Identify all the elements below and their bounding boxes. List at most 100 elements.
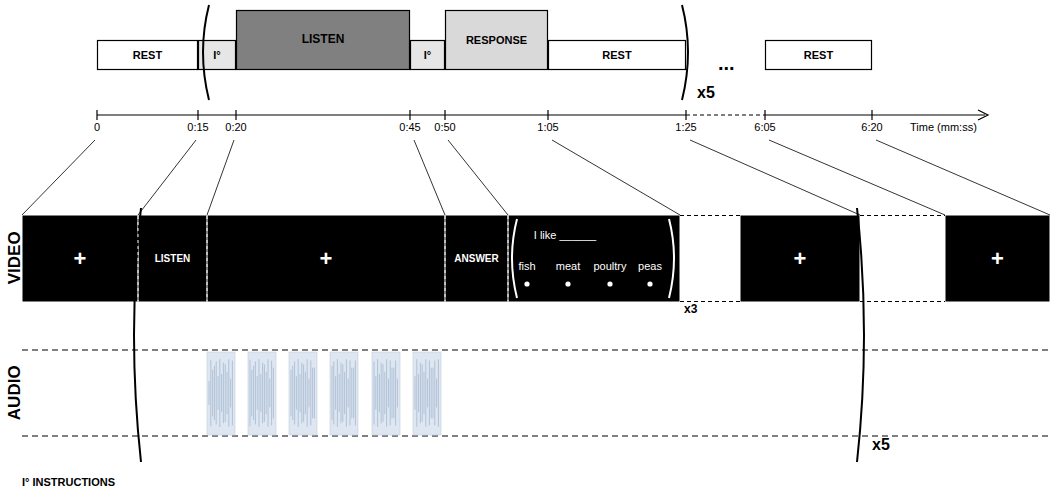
time-tick: 0:50 — [434, 121, 455, 134]
video-gap — [680, 216, 945, 302]
wave-stroke — [434, 361, 435, 426]
option-dot — [647, 281, 652, 286]
leader-lines — [22, 140, 1050, 215]
wave-stroke — [424, 372, 425, 414]
repeat-count: x5 — [697, 84, 715, 102]
wave-stroke — [431, 368, 432, 419]
wave-stroke — [384, 372, 385, 414]
wave-stroke — [219, 359, 220, 427]
wave-stroke — [232, 361, 233, 426]
wave-stroke — [259, 359, 260, 427]
wave-stroke — [268, 359, 269, 426]
listen-box-shape — [237, 11, 410, 70]
fixation-screen: + — [740, 215, 860, 302]
wave-stroke — [346, 359, 347, 426]
time-tick: 0 — [94, 121, 100, 134]
wave-stroke — [386, 359, 387, 426]
waveform — [209, 359, 438, 427]
question-screen: I like ______fishmeatpoultrypeas — [508, 215, 680, 302]
listen-cue-screen-shape — [139, 216, 207, 302]
repeat-bracket — [512, 219, 517, 298]
wave-stroke — [210, 360, 211, 426]
box-label: I° — [424, 49, 431, 62]
row-label: AUDIO — [4, 366, 24, 421]
wave-stroke — [223, 363, 224, 423]
wave-stroke — [416, 359, 417, 427]
answer-cue-screen-shape — [446, 216, 508, 302]
time-tick: 0:15 — [187, 121, 208, 134]
repeat-bracket — [134, 208, 864, 462]
wave-stroke — [425, 359, 426, 426]
wave-stroke — [339, 374, 340, 412]
box-label: REST — [133, 49, 162, 62]
wave-stroke — [341, 363, 342, 423]
wave-stroke — [251, 370, 252, 417]
node-shapes — [23, 11, 1050, 302]
wave-stroke — [309, 379, 310, 408]
wave-stroke — [273, 368, 274, 419]
wave-stroke — [420, 363, 421, 423]
wave-stroke — [395, 361, 396, 426]
wave-stroke — [218, 376, 219, 409]
box-label: REST — [602, 49, 631, 62]
wave-stroke — [253, 366, 254, 420]
time-tick: 0:20 — [225, 121, 246, 134]
box-label: + — [74, 246, 87, 271]
wave-stroke — [307, 359, 308, 426]
wave-stroke — [333, 362, 334, 425]
footnote: I° INSTRUCTIONS — [22, 476, 115, 489]
wave-stroke — [255, 362, 256, 425]
wave-stroke — [225, 364, 226, 422]
wave-stroke — [250, 360, 251, 426]
wave-stroke — [433, 368, 434, 419]
wave-stroke — [337, 359, 338, 427]
repeat-count: x3 — [684, 303, 697, 317]
repeat-count: x5 — [872, 436, 890, 454]
option-dot — [524, 281, 529, 286]
fixation-screen-shape — [946, 216, 1050, 302]
wave-stroke — [429, 361, 430, 426]
response-box-shape — [446, 11, 548, 70]
rest-box-shape — [766, 41, 872, 70]
wave-stroke — [264, 364, 265, 422]
rest-box-shape — [98, 41, 198, 70]
wave-stroke — [292, 366, 293, 420]
wave-stroke — [392, 368, 393, 419]
listen-box: LISTEN — [236, 10, 410, 70]
video-overlay — [138, 216, 674, 301]
wave-stroke — [294, 362, 295, 425]
wave-stroke — [427, 379, 428, 408]
wave-stroke — [221, 374, 222, 412]
wave-stroke — [388, 379, 389, 408]
wave-stroke — [353, 368, 354, 419]
wave-stroke — [291, 370, 292, 417]
fixation-screen-shape — [208, 216, 445, 302]
wave-stroke — [375, 376, 376, 409]
audio-band — [22, 350, 1050, 436]
fixation-screen: + — [22, 215, 138, 302]
segment-divider — [138, 216, 139, 301]
instruction-box: I° — [410, 40, 445, 70]
wave-stroke — [379, 374, 380, 412]
rest-box: REST — [765, 40, 872, 70]
wave-stroke — [377, 359, 378, 427]
answer-option: poultry — [593, 260, 626, 273]
wave-stroke — [266, 372, 267, 414]
listen-cue-screen: LISTEN — [138, 215, 207, 302]
response-box: RESPONSE — [445, 10, 548, 70]
wave-stroke — [298, 359, 299, 427]
time-tick: 0:45 — [399, 121, 420, 134]
time-tick: 1:05 — [537, 121, 558, 134]
fixation-screen: + — [945, 215, 1050, 302]
wave-stroke — [393, 368, 394, 419]
answer-cue-screen: ANSWER — [445, 215, 508, 302]
wave-stroke — [355, 361, 356, 426]
box-label: + — [991, 246, 1004, 271]
answer-option: peas — [638, 260, 662, 273]
rest-box-shape — [549, 41, 686, 70]
wave-stroke — [269, 379, 270, 408]
time-tick: 6:20 — [861, 121, 882, 134]
audio-clip — [207, 352, 441, 435]
answer-option: fish — [518, 260, 535, 273]
